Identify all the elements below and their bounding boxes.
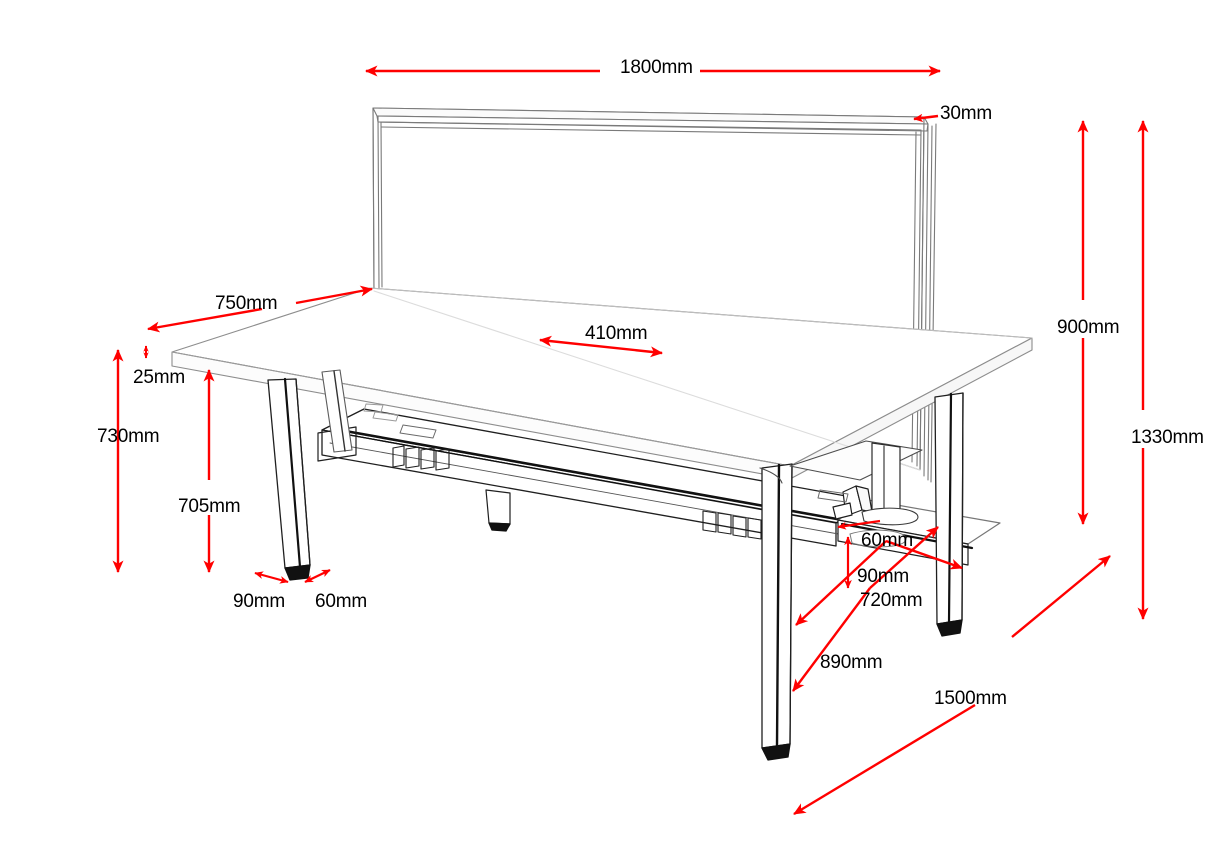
dim-label-worksurface-height: 730mm <box>97 426 160 447</box>
dim-label-screen-thickness: 30mm <box>940 103 992 124</box>
dim-1500-lower <box>793 703 976 816</box>
dim-410 <box>539 335 663 358</box>
dim-label-top-thickness: 25mm <box>133 367 185 388</box>
dim-30 <box>913 113 939 123</box>
under-top-slot <box>817 489 849 503</box>
dim-890b <box>792 587 871 692</box>
desk-line-art <box>171 107 1033 761</box>
leg-left-rear <box>321 369 353 453</box>
leg-right-rear <box>934 392 964 637</box>
dim-60-bracket <box>837 519 881 530</box>
under-top-tab <box>759 467 783 484</box>
dim-label-desk-depth: 750mm <box>215 293 278 314</box>
dim-1500-upper <box>1011 555 1111 638</box>
dim-label-overall-width: 1800mm <box>620 57 693 78</box>
dim-60-leg <box>304 569 331 583</box>
dim-label-leg-width: 60mm <box>315 591 367 612</box>
dim-720 <box>885 539 963 570</box>
dim-label-bracket-width: 60mm <box>861 530 913 551</box>
dim-label-leg-depth: 90mm <box>233 591 285 612</box>
dimension-annotations <box>112 65 1149 816</box>
dim-label-leg-height: 705mm <box>178 496 241 517</box>
dim-label-overall-depth: 1500mm <box>934 688 1007 709</box>
leg-left-front <box>267 377 311 581</box>
dim-720b <box>795 540 887 626</box>
dim-90-leg <box>254 571 289 584</box>
dim-label-frame-length: 890mm <box>820 652 883 673</box>
dim-label-screen-height: 900mm <box>1057 317 1120 338</box>
dim-label-overall-height: 1330mm <box>1131 427 1204 448</box>
dim-label-rail-height: 90mm <box>857 566 909 587</box>
dim-750-lower <box>147 307 263 333</box>
dim-750-upper <box>295 285 373 305</box>
dim-label-beam-length: 720mm <box>860 590 923 611</box>
dim-label-screen-offset: 410mm <box>585 323 648 344</box>
leg-right-front <box>761 463 793 761</box>
dim-890 <box>869 526 939 589</box>
